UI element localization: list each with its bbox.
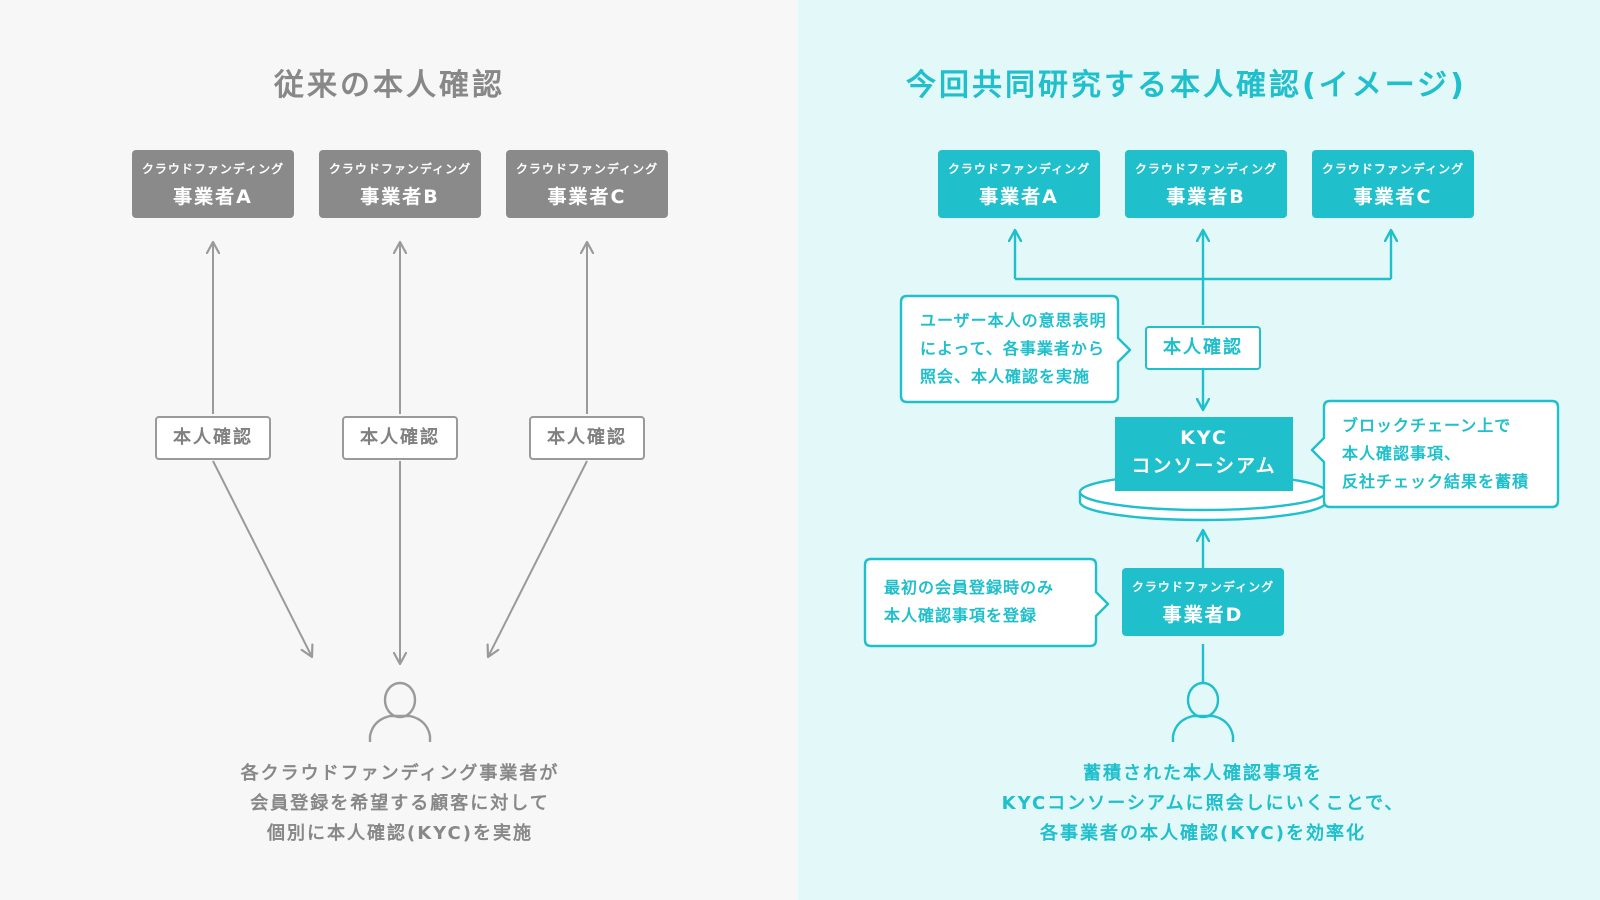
- callout-blockchain: ブロックチェーン上で 本人確認事項、 反社チェック結果を蓄積: [1342, 412, 1529, 496]
- left-company-b: クラウドファンディング 事業者B: [319, 150, 481, 218]
- caption-line: KYCコンソーシアムに照会しにいくことで、: [1001, 793, 1405, 814]
- callout-line: ユーザー本人の意思表明: [920, 311, 1107, 330]
- company-type-label: クラウドファンディング: [1134, 162, 1278, 176]
- callout-first: 最初の会員登録時のみ 本人確認事項を登録: [884, 574, 1054, 630]
- right-company-d: クラウドファンディング 事業者D: [1122, 568, 1284, 636]
- callout-line: によって、各事業者から: [920, 339, 1105, 358]
- left-verify-c: 本人確認: [529, 416, 645, 460]
- kyc-consortium-box: KYC コンソーシアム: [1115, 417, 1293, 491]
- company-name: 事業者A: [173, 186, 253, 208]
- caption-line: 各事業者の本人確認(KYC)を効率化: [1039, 823, 1366, 844]
- callout-line: 照会、本人確認を実施: [920, 367, 1091, 386]
- callout-line: ブロックチェーン上で: [1342, 416, 1512, 435]
- left-company-a: クラウドファンディング 事業者A: [132, 150, 294, 218]
- caption-line: 個別に本人確認(KYC)を実施: [266, 823, 533, 844]
- callout-line: 本人確認事項、: [1342, 444, 1462, 463]
- company-type-label: クラウドファンディング: [1131, 580, 1275, 594]
- company-name: 事業者B: [1166, 186, 1246, 208]
- right-company-c: クラウドファンディング 事業者C: [1312, 150, 1474, 218]
- callout-line: 最初の会員登録時のみ: [884, 578, 1055, 597]
- kyc-line1: KYC: [1180, 427, 1228, 449]
- company-type-label: クラウドファンディング: [947, 162, 1091, 176]
- callout-line: 反社チェック結果を蓄積: [1342, 472, 1530, 491]
- company-type-label: クラウドファンディング: [1321, 162, 1465, 176]
- right-company-a: クラウドファンディング 事業者A: [938, 150, 1100, 218]
- right-company-b: クラウドファンディング 事業者B: [1125, 150, 1287, 218]
- right-caption: 蓄積された本人確認事項を KYCコンソーシアムに照会しにいくことで、 各事業者の…: [903, 759, 1503, 849]
- caption-line: 蓄積された本人確認事項を: [1083, 763, 1323, 784]
- left-title: 従来の本人確認: [274, 68, 505, 103]
- company-name: 事業者C: [547, 186, 627, 208]
- left-caption: 各クラウドファンディング事業者が 会員登録を希望する顧客に対して 個別に本人確認…: [140, 759, 660, 849]
- right-title: 今回共同研究する本人確認(イメージ): [906, 68, 1467, 103]
- company-name: 事業者B: [360, 186, 440, 208]
- company-name: 事業者A: [979, 186, 1059, 208]
- left-verify-a: 本人確認: [155, 416, 271, 460]
- left-company-c: クラウドファンディング 事業者C: [506, 150, 668, 218]
- company-type-label: クラウドファンディング: [515, 162, 659, 176]
- company-name: 事業者D: [1162, 604, 1244, 626]
- right-verify: 本人確認: [1145, 326, 1261, 370]
- company-type-label: クラウドファンディング: [328, 162, 472, 176]
- left-verify-b: 本人確認: [342, 416, 458, 460]
- company-type-label: クラウドファンディング: [141, 162, 285, 176]
- caption-line: 会員登録を希望する顧客に対して: [250, 793, 550, 814]
- kyc-line2: コンソーシアム: [1131, 455, 1277, 477]
- caption-line: 各クラウドファンディング事業者が: [240, 763, 560, 784]
- company-name: 事業者C: [1353, 186, 1433, 208]
- callout-user: ユーザー本人の意思表明 によって、各事業者から 照会、本人確認を実施: [920, 307, 1107, 391]
- callout-line: 本人確認事項を登録: [884, 606, 1038, 625]
